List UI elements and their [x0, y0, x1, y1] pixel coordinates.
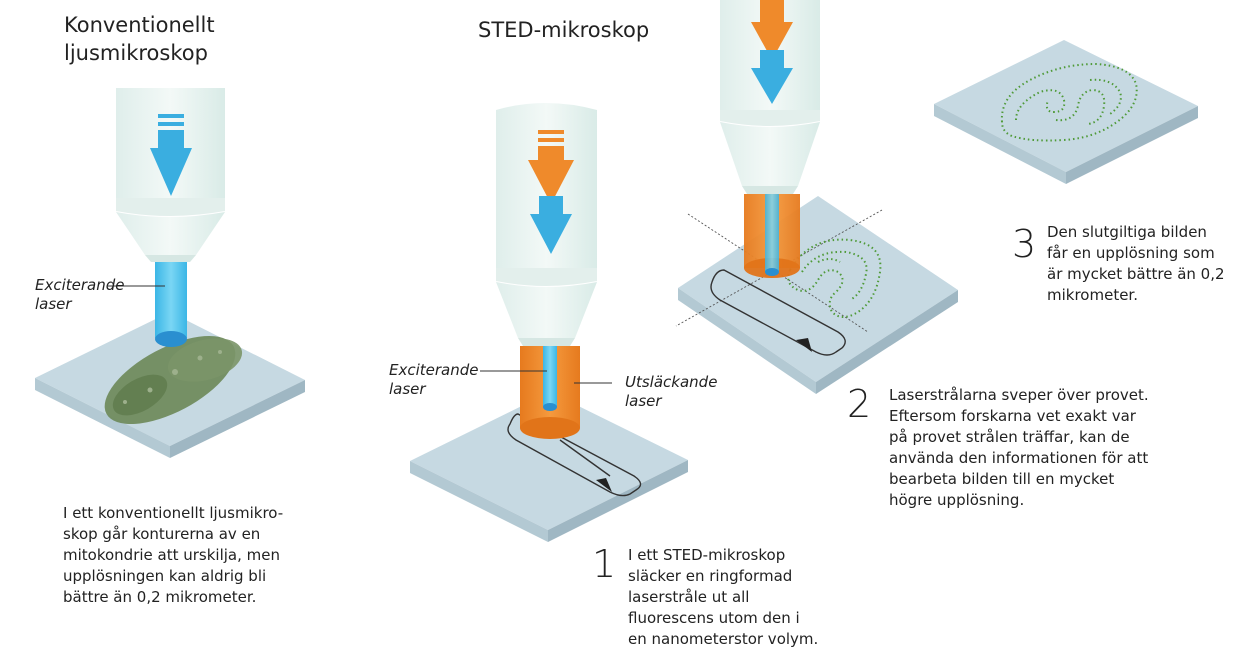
step-1-text: I ett STED-mikroskop släcker en ringform…	[628, 546, 819, 648]
arrow-blue-down-icon	[530, 196, 572, 254]
final-image	[934, 40, 1198, 184]
mitochondrion-dotted	[1000, 62, 1138, 142]
crosshair-lines	[675, 209, 883, 333]
title-sted: STED-mikroskop	[478, 18, 650, 42]
arrow-orange-down-icon-2	[751, 0, 793, 60]
slide-sted	[410, 392, 688, 542]
slide-final	[934, 40, 1198, 184]
arrow-down-icon	[150, 114, 192, 196]
conventional-microscope	[35, 88, 305, 458]
step-3-text: Den slutgiltiga bilden får en upplösning…	[1047, 223, 1225, 304]
step-2-number: 2	[847, 382, 872, 426]
label-exciting-mid: Exciterande laser	[389, 361, 479, 398]
step-3-number: 3	[1012, 222, 1037, 266]
title-conventional: Konventionellt ljusmikroskop	[64, 13, 215, 65]
arrow-orange-down-icon	[528, 130, 574, 204]
step-2-text: Laserstrålarna sveper över provet. Efter…	[889, 386, 1149, 509]
mitochondrion-blurry	[104, 335, 243, 425]
slide-scanning	[678, 196, 958, 394]
caption-conventional: I ett konventionellt ljusmikro- skop går…	[63, 504, 284, 606]
sted-laser-beams-scanning	[744, 194, 800, 278]
scan-path	[507, 413, 642, 497]
arrow-blue-down-icon-2	[751, 50, 793, 104]
scanning-microscope	[675, 0, 958, 394]
sted-laser-beams	[520, 346, 580, 439]
sted-microscope	[410, 103, 688, 542]
mitochondrion-dotted-partial	[787, 238, 882, 318]
label-exciting-left: Exciterande laser	[35, 276, 125, 313]
excitation-laser-beam	[155, 262, 187, 347]
label-depleting: Utsläckande laser	[625, 373, 718, 410]
step-1-number: 1	[592, 542, 617, 586]
scan-path-scanning	[710, 269, 846, 356]
